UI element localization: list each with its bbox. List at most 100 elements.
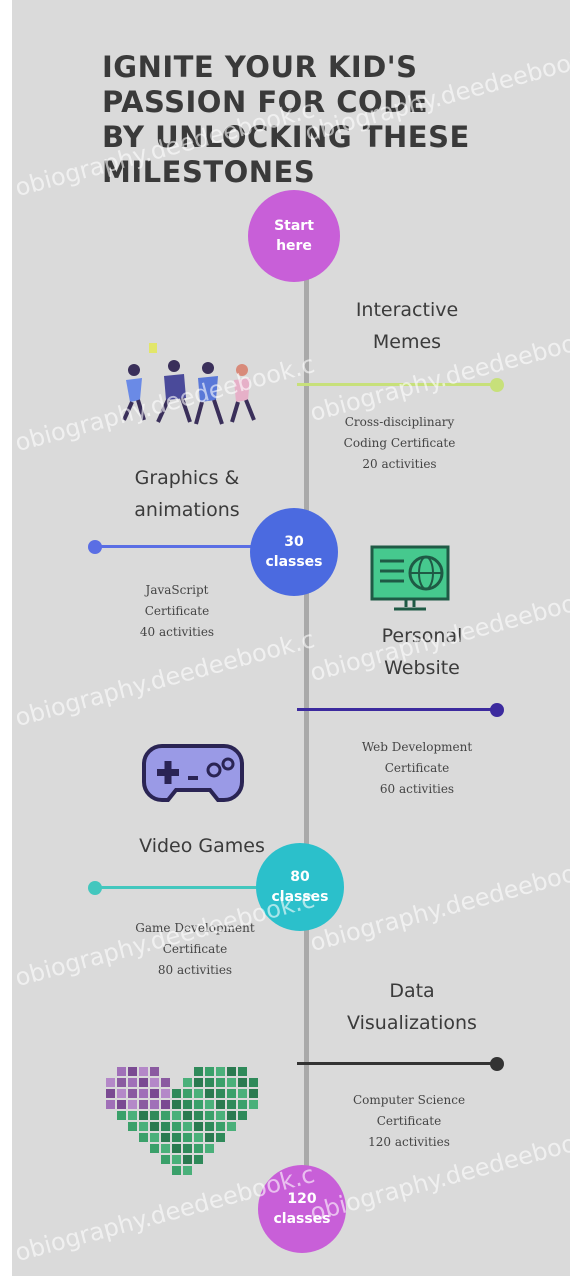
heart-pixel — [194, 1133, 203, 1142]
heart-pixel — [117, 1111, 126, 1120]
heart-pixel — [128, 1078, 137, 1087]
heart-pixel — [183, 1111, 192, 1120]
heart-pixel — [205, 1133, 214, 1142]
heart-pixel — [150, 1111, 159, 1120]
heart-pixel — [183, 1155, 192, 1164]
infographic-panel: IGNITE YOUR KID'S PASSION FOR CODE BY UN… — [12, 0, 570, 1276]
heart-pixel — [183, 1122, 192, 1131]
heart-pixel — [128, 1089, 137, 1098]
heart-pixel — [227, 1089, 236, 1098]
pixel-heart-icon — [106, 1067, 258, 1175]
heart-pixel — [139, 1078, 148, 1087]
heart-pixel — [238, 1067, 247, 1076]
heart-pixel — [238, 1089, 247, 1098]
heart-pixel — [150, 1122, 159, 1131]
heart-pixel — [172, 1144, 181, 1153]
connector-line-memes — [297, 383, 497, 386]
heart-pixel — [194, 1155, 203, 1164]
heart-pixel — [150, 1089, 159, 1098]
heart-pixel — [117, 1078, 126, 1087]
title-line: IGNITE YOUR KID'S — [102, 50, 418, 84]
milestone-label-memes: Interactive Memes — [355, 299, 459, 353]
heart-pixel — [128, 1100, 137, 1109]
heart-pixel — [194, 1100, 203, 1109]
heart-pixel — [117, 1100, 126, 1109]
milestone-label-website: Personal Website — [381, 625, 463, 679]
connector-dot-graphics — [88, 540, 102, 554]
heart-pixel — [249, 1089, 258, 1098]
watermark: obiography.deedeebook.c — [307, 850, 570, 958]
heart-pixel — [183, 1100, 192, 1109]
heart-pixel — [249, 1100, 258, 1109]
heart-pixel — [172, 1166, 181, 1175]
heart-pixel — [227, 1122, 236, 1131]
heart-pixel — [172, 1100, 181, 1109]
heart-pixel — [194, 1122, 203, 1131]
heart-pixel — [150, 1133, 159, 1142]
heart-pixel — [227, 1078, 236, 1087]
heart-pixel — [216, 1111, 225, 1120]
heart-pixel — [205, 1100, 214, 1109]
heart-pixel — [172, 1155, 181, 1164]
heart-pixel — [194, 1111, 203, 1120]
timeline-spine — [304, 230, 309, 1240]
heart-pixel — [161, 1100, 170, 1109]
computer-globe-icon — [370, 545, 450, 611]
heart-pixel — [117, 1089, 126, 1098]
heart-pixel — [128, 1067, 137, 1076]
heart-pixel — [172, 1133, 181, 1142]
title-line: PASSION FOR CODE — [102, 85, 429, 119]
heart-pixel — [150, 1100, 159, 1109]
heart-pixel — [139, 1089, 148, 1098]
heart-pixel — [161, 1122, 170, 1131]
heart-pixel — [216, 1067, 225, 1076]
milestone-circle-80: 80 classes — [256, 843, 344, 931]
connector-line-games — [97, 886, 297, 889]
heart-pixel — [139, 1133, 148, 1142]
certificate-games: Game Development Certificate 80 activiti… — [135, 921, 255, 977]
milestone-label-games: Video Games — [139, 835, 265, 857]
heart-pixel — [106, 1100, 115, 1109]
heart-pixel — [183, 1133, 192, 1142]
milestone-label-dataviz: Data Visualizations — [347, 980, 477, 1034]
milestone-label-graphics: Graphics & animations — [134, 467, 240, 521]
heart-pixel — [205, 1111, 214, 1120]
heart-pixel — [216, 1122, 225, 1131]
heart-pixel — [161, 1155, 170, 1164]
heart-pixel — [128, 1111, 137, 1120]
certificate-dataviz: Computer Science Certificate 120 activit… — [352, 1093, 466, 1149]
heart-pixel — [106, 1089, 115, 1098]
heart-pixel — [205, 1078, 214, 1087]
heart-pixel — [205, 1144, 214, 1153]
heart-pixel — [216, 1078, 225, 1087]
heart-pixel — [150, 1144, 159, 1153]
connector-dot-website — [490, 703, 504, 717]
heart-pixel — [150, 1067, 159, 1076]
people-running-icon — [122, 343, 256, 425]
heart-pixel — [216, 1100, 225, 1109]
circle-text: Start — [274, 218, 314, 234]
heart-pixel — [227, 1067, 236, 1076]
heart-pixel — [150, 1078, 159, 1087]
heart-pixel — [117, 1067, 126, 1076]
heart-pixel — [139, 1100, 148, 1109]
connector-line-dataviz — [297, 1062, 497, 1065]
heart-pixel — [161, 1133, 170, 1142]
heart-pixel — [139, 1067, 148, 1076]
heart-pixel — [172, 1122, 181, 1131]
title-line: BY UNLOCKING THESE — [102, 120, 470, 154]
heart-pixel — [128, 1122, 137, 1131]
heart-pixel — [183, 1089, 192, 1098]
heart-pixel — [216, 1089, 225, 1098]
heart-pixel — [194, 1078, 203, 1087]
heart-pixel — [161, 1089, 170, 1098]
title-line: MILESTONES — [102, 155, 316, 189]
heart-pixel — [194, 1067, 203, 1076]
game-controller-icon — [142, 744, 244, 802]
milestone-circle-30: 30 classes — [250, 508, 338, 596]
heart-pixel — [205, 1122, 214, 1131]
milestone-circle-120: 120 classes — [258, 1165, 346, 1253]
heart-pixel — [205, 1067, 214, 1076]
heart-pixel — [172, 1111, 181, 1120]
connector-line-graphics — [97, 545, 297, 548]
